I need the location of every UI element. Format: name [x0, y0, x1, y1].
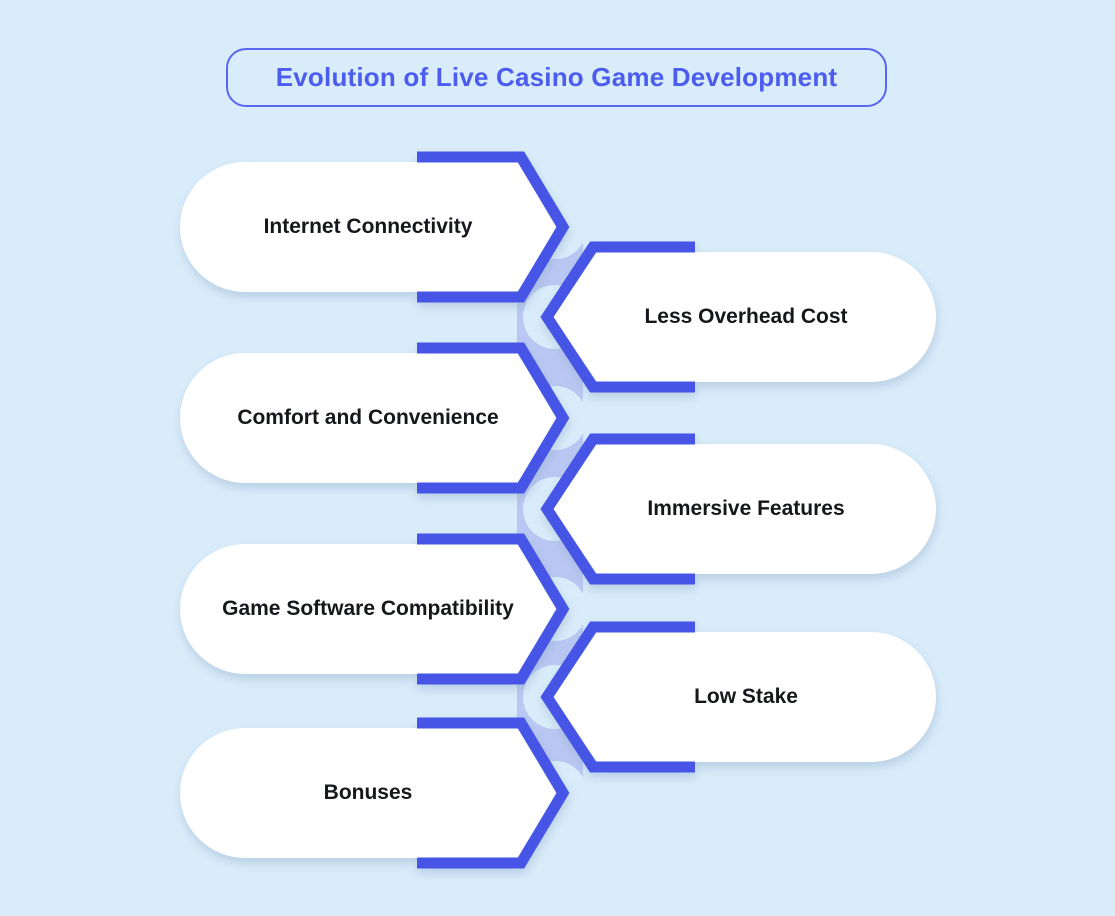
- shape-body: [553, 632, 936, 762]
- shape-body: [180, 162, 556, 292]
- shape-body: [180, 728, 556, 858]
- arrow-border: [540, 241, 695, 393]
- title-box: Evolution of Live Casino Game Developmen…: [226, 48, 887, 107]
- shape-body: [553, 252, 936, 382]
- shape-immersive-features: [540, 433, 936, 585]
- arrow-border: [417, 151, 570, 303]
- title-text: Evolution of Live Casino Game Developmen…: [275, 62, 838, 92]
- arrow-border: [417, 533, 570, 685]
- shape-body: [180, 544, 556, 674]
- shape-comfort-and-convenience: [180, 342, 570, 494]
- shape-game-software-compatibility: [180, 533, 570, 685]
- arrow-border: [540, 433, 695, 585]
- shape-low-stake: [540, 621, 936, 773]
- arrow-border: [540, 621, 695, 773]
- shape-body: [180, 353, 556, 483]
- shape-less-overhead-cost: [540, 241, 936, 393]
- arrow-border: [417, 342, 570, 494]
- shape-bonuses: [180, 717, 570, 869]
- shape-internet-connectivity: [180, 151, 570, 303]
- shape-body: [553, 444, 936, 574]
- arrow-border: [417, 717, 570, 869]
